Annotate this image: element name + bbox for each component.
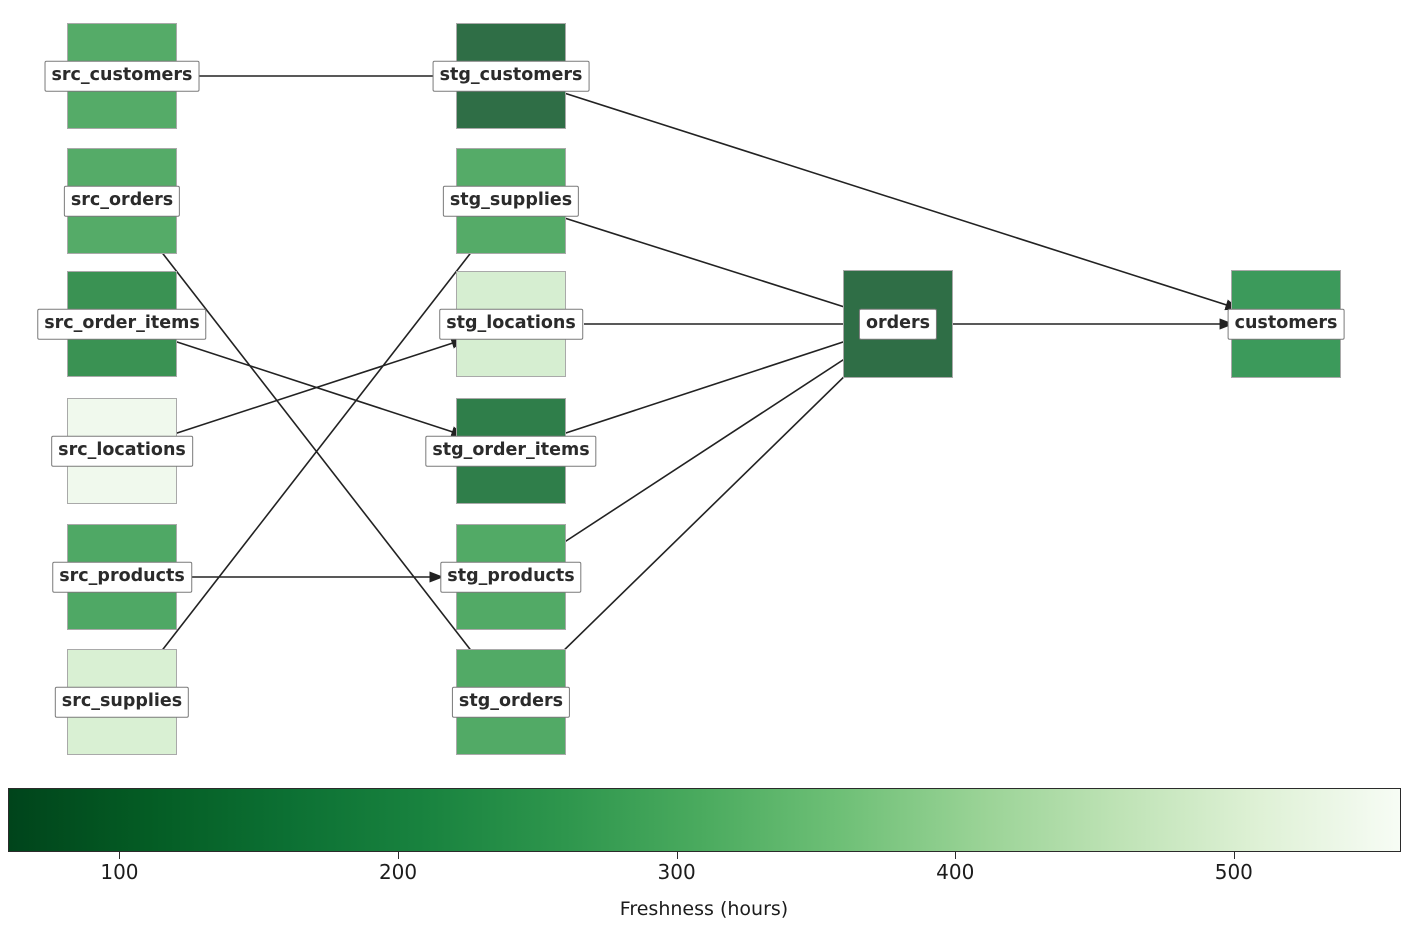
node-label-stg_supplies[interactable]: stg_supplies xyxy=(442,185,580,217)
colorbar-tick xyxy=(119,852,121,859)
colorbar-title: Freshness (hours) xyxy=(619,898,789,920)
colorbar-gradient xyxy=(8,788,1401,852)
edge-src_order_items-to-stg_order_items xyxy=(167,338,466,438)
node-label-stg_orders[interactable]: stg_orders xyxy=(451,686,571,718)
edge-stg_orders-to-orders xyxy=(525,338,884,688)
colorbar-tick-label: 400 xyxy=(936,860,975,884)
edge-src_locations-to-stg_locations xyxy=(167,337,466,437)
colorbar: 100 200 300 400 500 xyxy=(8,788,1401,884)
node-label-src_locations[interactable]: src_locations xyxy=(51,435,193,467)
node-label-stg_order_items[interactable]: stg_order_items xyxy=(425,435,597,467)
colorbar-tick xyxy=(398,852,400,859)
colorbar-tick-label: 500 xyxy=(1214,860,1253,884)
node-label-stg_products[interactable]: stg_products xyxy=(440,561,582,593)
colorbar-tick-label: 100 xyxy=(100,860,139,884)
node-label-src_orders[interactable]: src_orders xyxy=(63,185,181,217)
node-label-stg_locations[interactable]: stg_locations xyxy=(439,308,583,340)
edge-stg_order_items-to-orders xyxy=(556,335,862,437)
colorbar-tick-label: 300 xyxy=(657,860,696,884)
node-label-customers[interactable]: customers xyxy=(1227,308,1345,340)
node-label-src_order_items[interactable]: src_order_items xyxy=(37,308,207,340)
node-label-src_customers[interactable]: src_customers xyxy=(44,60,200,92)
colorbar-tick xyxy=(676,852,678,859)
colorbar-tick xyxy=(955,852,957,859)
node-label-orders[interactable]: orders xyxy=(858,308,938,340)
colorbar-tick xyxy=(1233,852,1235,859)
node-label-src_products[interactable]: src_products xyxy=(52,561,192,593)
colorbar-tick-label: 200 xyxy=(378,860,418,884)
node-label-src_supplies[interactable]: src_supplies xyxy=(54,686,190,718)
graph-edges xyxy=(133,75,1240,688)
node-label-stg_customers[interactable]: stg_customers xyxy=(432,60,590,92)
edge-stg_supplies-to-orders xyxy=(557,215,862,314)
